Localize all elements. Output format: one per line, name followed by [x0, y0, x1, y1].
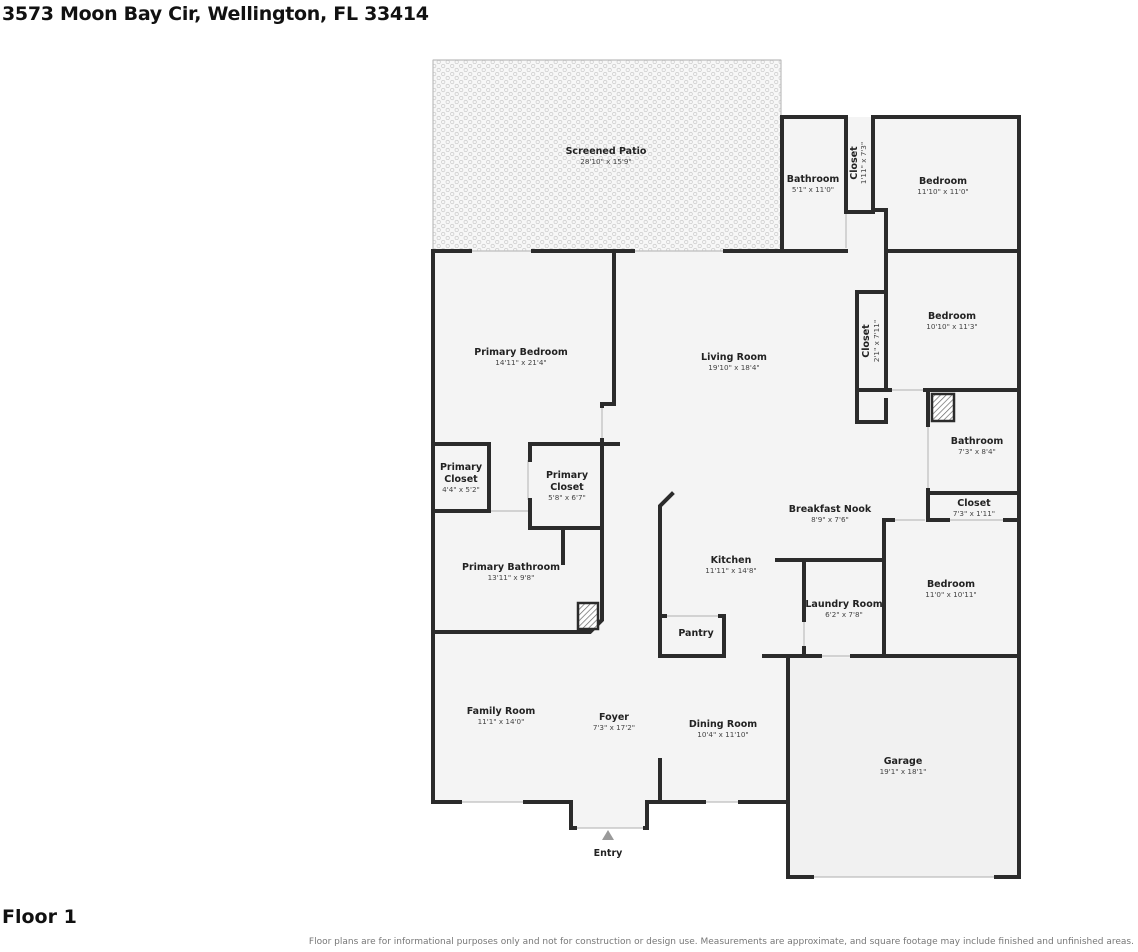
room-name-bathroom-right: Bathroom [951, 436, 1004, 447]
room-name-dining-room: Dining Room [689, 719, 757, 730]
room-dims-kitchen: 11'11" x 14'8" [705, 566, 756, 575]
room-dims-laundry-room: 6'2" x 7'8" [825, 610, 863, 619]
fixtures [576, 392, 956, 631]
room-name-closet-mid: Closet [861, 324, 872, 358]
room-dims-screened-patio: 28'10" x 15'9" [580, 157, 631, 166]
room-dims-bathroom-right: 7'3" x 8'4" [958, 447, 996, 456]
floor-areas [432, 59, 1019, 877]
room-name-living-room: Living Room [701, 352, 767, 363]
room-name-primary-bedroom: Primary Bedroom [474, 347, 568, 358]
entry-arrow-icon [602, 830, 614, 840]
room-name-closet-right: Closet [957, 498, 991, 509]
room-labels: Screened Patio 28'10" x 15'9" Bathroom 5… [440, 142, 1003, 859]
property-address: 3573 Moon Bay Cir, Wellington, FL 33414 [2, 3, 429, 25]
room-dims-dining-room: 10'4" x 11'10" [697, 730, 748, 739]
room-name-primary-bathroom: Primary Bathroom [462, 562, 560, 573]
entry-label: Entry [594, 848, 623, 859]
room-dims-bedroom-bottom: 11'0" x 10'11" [925, 590, 976, 599]
room-name-primary-closet-small-line2: Closet [444, 474, 478, 485]
room-name-pantry: Pantry [678, 628, 714, 639]
room-name-primary-closet-large-line2: Closet [550, 482, 584, 493]
room-name-bedroom-bottom: Bedroom [927, 579, 975, 590]
room-dims-primary-closet-small: 4'4" x 5'2" [442, 485, 480, 494]
room-dims-family-room: 11'1" x 14'0" [478, 717, 525, 726]
room-name-garage: Garage [884, 756, 923, 767]
disclaimer-text: Floor plans are for informational purpos… [308, 937, 1134, 947]
room-dims-closet-mid: 2'1" x 7'11" [872, 320, 881, 362]
room-name-laundry-room: Laundry Room [805, 599, 882, 610]
room-dims-primary-bedroom: 14'11" x 21'4" [495, 358, 546, 367]
room-name-screened-patio: Screened Patio [566, 146, 647, 157]
floor-label: Floor 1 [2, 906, 77, 928]
room-dims-primary-closet-large: 5'8" x 6'7" [548, 493, 586, 502]
room-name-closet-top: Closet [849, 146, 860, 180]
room-name-primary-closet-large-line1: Primary [546, 470, 589, 481]
room-dims-primary-bathroom: 13'11" x 9'8" [488, 573, 535, 582]
walls [431, 115, 1021, 879]
room-name-breakfast-nook: Breakfast Nook [789, 504, 872, 515]
room-dims-breakfast-nook: 8'9" x 7'6" [811, 515, 849, 524]
room-dims-bedroom-mid: 10'10" x 11'3" [926, 322, 977, 331]
room-dims-closet-right: 7'3" x 1'11" [953, 509, 995, 518]
room-name-bedroom-top: Bedroom [919, 176, 967, 187]
room-dims-garage: 19'1" x 18'1" [880, 767, 927, 776]
room-name-bedroom-mid: Bedroom [928, 311, 976, 322]
room-name-foyer: Foyer [599, 712, 629, 723]
room-name-primary-closet-small-line1: Primary [440, 462, 483, 473]
room-name-family-room: Family Room [467, 706, 536, 717]
room-dims-foyer: 7'3" x 17'2" [593, 723, 635, 732]
room-name-bathroom-top: Bathroom [787, 174, 840, 185]
room-dims-bedroom-top: 11'10" x 11'0" [917, 187, 968, 196]
room-dims-bathroom-top: 5'1" x 11'0" [792, 185, 834, 194]
room-dims-closet-top: 1'11" x 7'3" [859, 142, 868, 184]
room-dims-living-room: 19'10" x 18'4" [708, 363, 759, 372]
room-name-kitchen: Kitchen [711, 555, 752, 566]
